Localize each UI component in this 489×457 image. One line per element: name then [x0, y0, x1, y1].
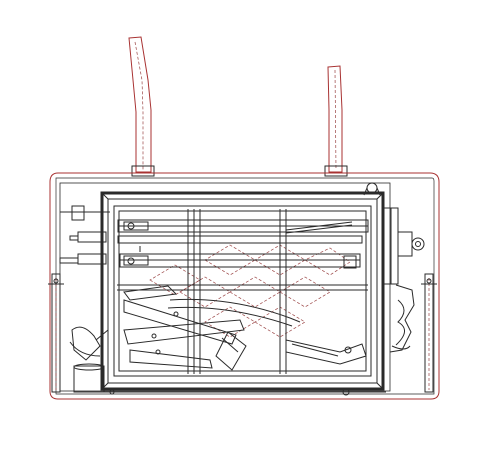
bottom-rail	[100, 388, 386, 396]
horizontal-rods	[117, 219, 369, 269]
left-strap	[128, 36, 155, 177]
hanging-straps	[128, 36, 348, 177]
right-strap	[324, 65, 348, 177]
side-posts	[48, 273, 437, 393]
interior-pattern	[149, 244, 351, 338]
outer-enclosure	[49, 172, 440, 400]
left-post	[48, 273, 64, 393]
right-post	[421, 273, 437, 393]
window-frame	[100, 191, 385, 391]
inner-housing	[59, 182, 391, 392]
